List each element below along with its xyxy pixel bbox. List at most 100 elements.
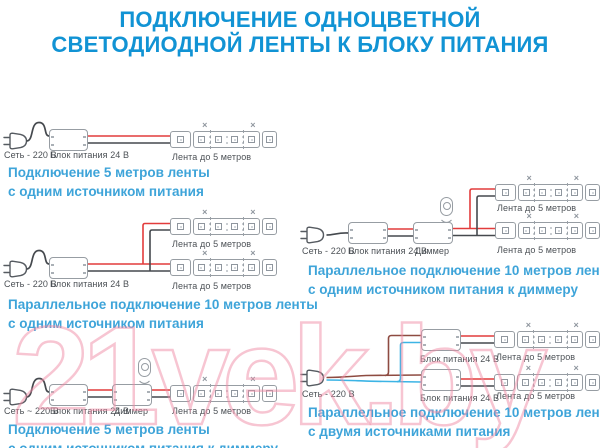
remote-control-icon bbox=[440, 197, 453, 216]
led-strip-d2-lower: × × bbox=[170, 249, 277, 277]
led-chip-icon bbox=[214, 136, 222, 143]
strip-segment bbox=[495, 222, 516, 239]
led-chip-icon bbox=[248, 223, 256, 230]
wire-blue-branch bbox=[396, 341, 421, 383]
strip-segment bbox=[262, 259, 277, 276]
label-strip-d1: Лента до 5 метров bbox=[172, 152, 252, 162]
label-mains-d5: Сеть - 220 В bbox=[302, 389, 355, 399]
led-chip-icon bbox=[248, 136, 256, 143]
cut-line bbox=[566, 330, 568, 349]
caption-d3: Подключение 5 метров ленты с одним источ… bbox=[8, 420, 278, 448]
led-chip-icon bbox=[231, 264, 239, 271]
led-chip-icon bbox=[571, 336, 579, 343]
led-chip-icon bbox=[177, 390, 184, 397]
led-chip-icon bbox=[214, 390, 222, 397]
label-strip-d4-lower: Лента до 5 метров bbox=[497, 245, 577, 255]
strip-segment bbox=[517, 330, 583, 349]
label-strip-d5-lower: Лента до 5 метров bbox=[496, 391, 576, 401]
led-chip-icon bbox=[266, 390, 273, 397]
strip-segment bbox=[193, 130, 260, 149]
cut-line bbox=[566, 221, 568, 240]
mains-cord bbox=[326, 232, 349, 236]
led-chip-icon bbox=[555, 189, 563, 196]
dimmer-box-d4 bbox=[413, 222, 453, 244]
strip-segment bbox=[585, 374, 600, 391]
label-dimmer-d3: Диммер bbox=[114, 406, 149, 416]
caption-line: Параллельное подключение 10 метров ленты bbox=[8, 297, 318, 312]
led-chip-icon bbox=[214, 223, 222, 230]
cut-line bbox=[533, 330, 535, 349]
plug-icon bbox=[300, 369, 325, 387]
caption-line: Параллельное подключение 10 метров ленты bbox=[308, 263, 600, 278]
led-chip-icon bbox=[589, 189, 596, 196]
led-chip-icon bbox=[555, 227, 563, 234]
plug-icon bbox=[3, 388, 28, 406]
cut-line bbox=[534, 221, 536, 240]
cut-mark-icon: × bbox=[250, 120, 256, 130]
dimmer-box-d3 bbox=[112, 384, 152, 406]
led-chip-icon bbox=[248, 264, 256, 271]
strip-segment bbox=[193, 258, 260, 277]
cut-line bbox=[533, 373, 535, 392]
led-chip-icon bbox=[571, 227, 579, 234]
label-psu-d3: Блок питания 24 В bbox=[50, 406, 130, 416]
wire-brown-branch bbox=[384, 334, 421, 377]
wire-black-branch bbox=[476, 195, 495, 236]
led-chip-icon bbox=[521, 379, 529, 386]
cut-mark-icon: × bbox=[202, 248, 208, 258]
led-chip-icon bbox=[501, 379, 508, 386]
strip-segment bbox=[193, 217, 260, 236]
label-psu-d4: Блок питания 24 В bbox=[348, 246, 428, 256]
solder-pads bbox=[549, 379, 551, 387]
led-chip-icon bbox=[231, 136, 239, 143]
cut-mark-icon: × bbox=[525, 320, 532, 330]
led-chip-icon bbox=[521, 336, 529, 343]
label-mains-d3: Сеть ~ 220 В bbox=[4, 406, 59, 416]
led-chip-icon bbox=[177, 223, 184, 230]
led-chip-icon bbox=[589, 227, 596, 234]
strip-segment bbox=[494, 331, 515, 348]
led-chip-icon bbox=[214, 264, 222, 271]
strip-segment bbox=[262, 385, 277, 402]
cut-line bbox=[243, 217, 245, 236]
psu-box-d2 bbox=[49, 257, 88, 279]
cut-mark-icon: × bbox=[573, 173, 580, 183]
plug-icon bbox=[3, 132, 28, 150]
led-chip-icon bbox=[554, 336, 562, 343]
strip-segment bbox=[495, 184, 516, 201]
strip-segment bbox=[193, 384, 260, 403]
mains-cord bbox=[26, 377, 50, 398]
psu-box-d5-lower bbox=[421, 369, 461, 391]
led-chip-icon bbox=[554, 379, 562, 386]
led-strip-d1: × × bbox=[170, 121, 277, 149]
cut-line bbox=[209, 258, 211, 277]
cut-mark-icon: × bbox=[526, 173, 532, 183]
led-chip-icon bbox=[502, 189, 509, 196]
caption-line: с одним источником питания к диммеру bbox=[308, 282, 578, 297]
cut-mark-icon: × bbox=[525, 363, 532, 373]
label-mains-d4: Сеть - 220 В bbox=[302, 246, 355, 256]
led-chip-icon bbox=[522, 189, 530, 196]
wire-red-branch bbox=[142, 222, 170, 264]
label-mains-d1: Сеть - 220 В bbox=[4, 150, 57, 160]
strip-segment bbox=[494, 374, 515, 391]
led-chip-icon bbox=[589, 336, 596, 343]
led-chip-icon bbox=[266, 223, 273, 230]
strip-segment bbox=[585, 222, 600, 239]
wire-red-branch bbox=[469, 188, 495, 229]
led-chip-icon bbox=[197, 223, 205, 230]
caption-d5: Параллельное подключение 10 метров ленты… bbox=[308, 403, 600, 441]
caption-d4: Параллельное подключение 10 метров ленты… bbox=[308, 261, 600, 299]
label-psu-d5-lower: Блок питания 24 В bbox=[420, 393, 500, 403]
led-chip-icon bbox=[538, 227, 546, 234]
led-chip-icon bbox=[538, 379, 546, 386]
page-title: ПОДКЛЮЧЕНИЕ ОДНОЦВЕТНОЙ СВЕТОДИОДНОЙ ЛЕН… bbox=[0, 7, 600, 57]
solder-pads bbox=[550, 227, 552, 235]
strip-segment bbox=[262, 218, 277, 235]
strip-segment bbox=[585, 331, 600, 348]
wire-black-branch bbox=[149, 229, 170, 271]
cut-line bbox=[566, 183, 568, 202]
led-chip-icon bbox=[589, 379, 596, 386]
cut-mark-icon: × bbox=[202, 374, 208, 384]
